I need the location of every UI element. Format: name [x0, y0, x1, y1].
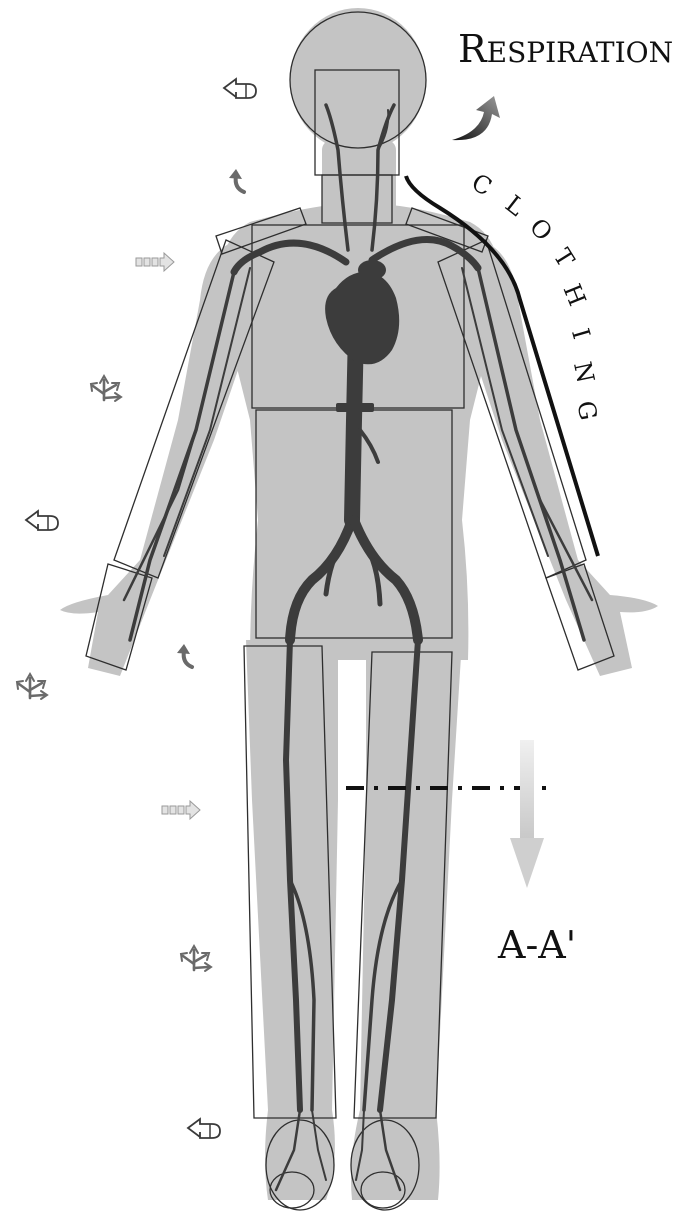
heart-atrium [358, 260, 386, 280]
clothing-letter: H [558, 280, 592, 310]
clothing-letter: L [500, 190, 530, 222]
convection-arrow-icon [162, 801, 200, 819]
evaporation-arrow-icon [181, 946, 211, 971]
radiation-arrow-icon [224, 79, 256, 98]
clothing-letter: N [568, 359, 600, 385]
clothing-letter: O [524, 213, 558, 246]
evaporation-arrow-icon [17, 674, 47, 699]
radiation-arrow-icon [188, 1119, 220, 1138]
section-direction-arrow-icon [510, 740, 544, 888]
body-silhouette [60, 8, 658, 1200]
clothing-letter: T [548, 244, 580, 272]
radiation-arrow-icon [26, 511, 58, 530]
conduction-arrow-icon [177, 644, 192, 667]
respiration-arrow-icon [452, 96, 500, 140]
convection-arrow-icon [136, 253, 174, 271]
respiration-label: RESPIRATION [458, 27, 673, 71]
clothing-letter: C [467, 168, 496, 201]
clothing-letter: I [566, 325, 596, 342]
right-leg-shape [351, 640, 462, 1200]
section-label: A-A' [497, 923, 576, 967]
diaphragm-band [336, 403, 374, 412]
left-arm-shape [60, 240, 262, 676]
clothing-letter: G [571, 399, 602, 423]
evaporation-arrow-icon [91, 376, 121, 401]
head-shape [290, 8, 426, 152]
conduction-arrow-icon [229, 169, 244, 192]
